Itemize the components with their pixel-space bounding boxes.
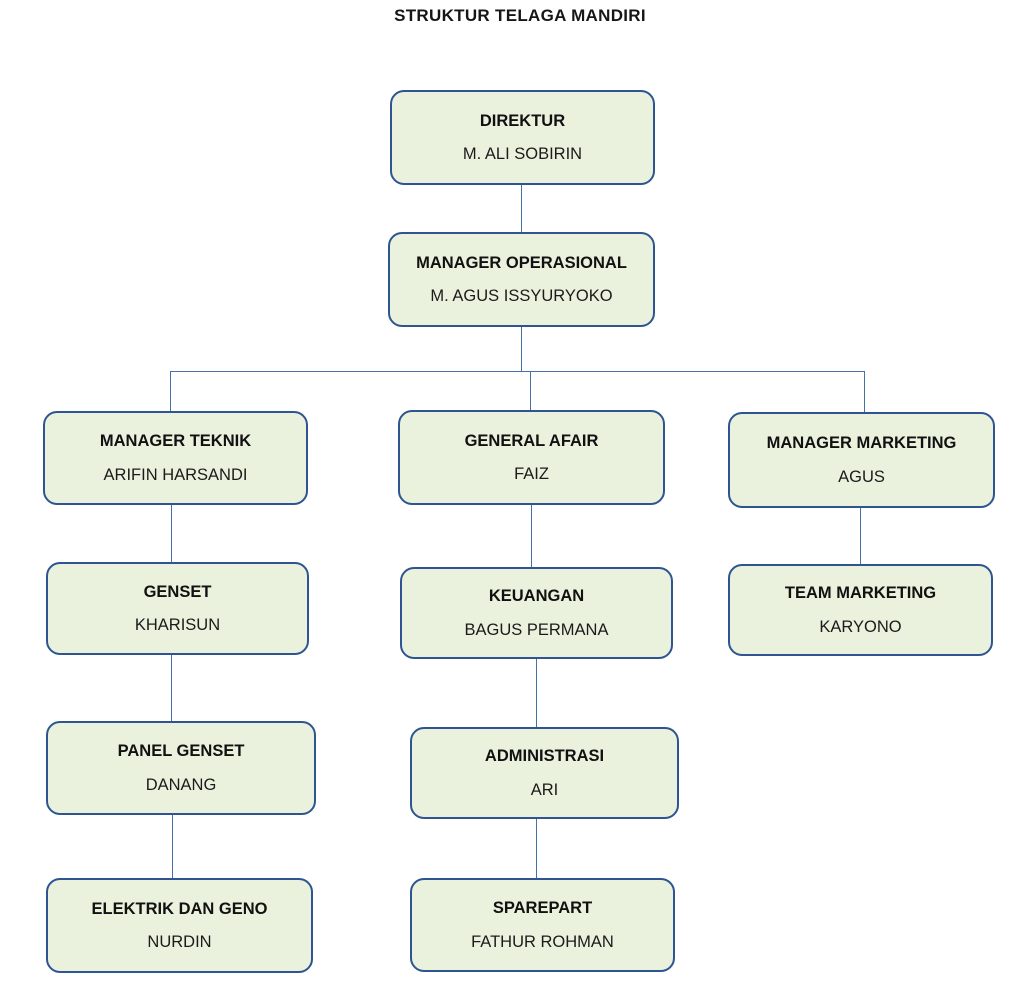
org-node-direktur: DIREKTUR M. ALI SOBIRIN xyxy=(390,90,655,185)
node-title: ELEKTRIK DAN GENO xyxy=(91,899,268,918)
org-node-keuangan: KEUANGAN BAGUS PERMANA xyxy=(400,567,673,659)
org-node-genset: GENSET KHARISUN xyxy=(46,562,309,655)
node-title: KEUANGAN xyxy=(488,587,585,605)
node-name: FATHUR ROHMAN xyxy=(471,932,614,951)
node-title: ADMINISTRASI xyxy=(484,747,605,765)
node-title: GENSET xyxy=(143,582,212,601)
node-name: AGUS xyxy=(838,467,885,486)
node-name: NURDIN xyxy=(147,933,212,951)
connector-line xyxy=(520,185,523,233)
node-title: MANAGER TEKNIK xyxy=(99,432,252,450)
node-title: PANEL GENSET xyxy=(117,742,245,760)
node-name: M. ALI SOBIRIN xyxy=(462,145,583,163)
connector-line xyxy=(169,370,865,373)
org-node-panel-genset: PANEL GENSET DANANG xyxy=(46,721,316,815)
node-name: KHARISUN xyxy=(134,616,221,634)
node-title: MANAGER OPERASIONAL xyxy=(416,253,627,272)
node-title: GENERAL AFAIR xyxy=(464,431,599,450)
node-title: MANAGER MARKETING xyxy=(766,434,957,452)
connector-line xyxy=(170,654,173,721)
connector-line xyxy=(171,814,174,878)
connector-line xyxy=(863,371,866,413)
org-node-manager-teknik: MANAGER TEKNIK ARIFIN HARSANDI xyxy=(43,411,308,505)
connector-line xyxy=(859,508,862,564)
org-node-team-marketing: TEAM MARKETING KARYONO xyxy=(728,564,993,656)
node-name: BAGUS PERMANA xyxy=(464,620,609,639)
org-node-administrasi: ADMINISTRASI ARI xyxy=(410,727,679,819)
node-name: KARYONO xyxy=(819,617,902,636)
connector-line xyxy=(520,327,523,371)
node-name: DANANG xyxy=(145,775,217,794)
org-node-sparepart: SPAREPART FATHUR ROHMAN xyxy=(410,878,675,972)
connector-line xyxy=(529,371,532,411)
connector-line xyxy=(535,818,538,878)
org-node-manager-marketing: MANAGER MARKETING AGUS xyxy=(728,412,995,508)
node-name: ARI xyxy=(530,780,559,799)
org-node-general-afair: GENERAL AFAIR FAIZ xyxy=(398,410,665,505)
node-name: M. AGUS ISSYURYOKO xyxy=(430,287,613,305)
node-title: SPAREPART xyxy=(492,899,593,917)
page-title: STRUKTUR TELAGA MANDIRI xyxy=(394,6,646,25)
connector-line xyxy=(530,505,533,567)
org-node-elektrik-dan-geno: ELEKTRIK DAN GENO NURDIN xyxy=(46,878,313,973)
node-title: TEAM MARKETING xyxy=(784,584,937,602)
node-name: FAIZ xyxy=(514,465,549,483)
connector-line xyxy=(170,505,173,562)
connector-line xyxy=(169,371,172,412)
node-name: ARIFIN HARSANDI xyxy=(103,465,248,484)
node-title: DIREKTUR xyxy=(479,111,566,130)
connector-line xyxy=(535,659,538,727)
org-node-manager-operasional: MANAGER OPERASIONAL M. AGUS ISSYURYOKO xyxy=(388,232,655,327)
